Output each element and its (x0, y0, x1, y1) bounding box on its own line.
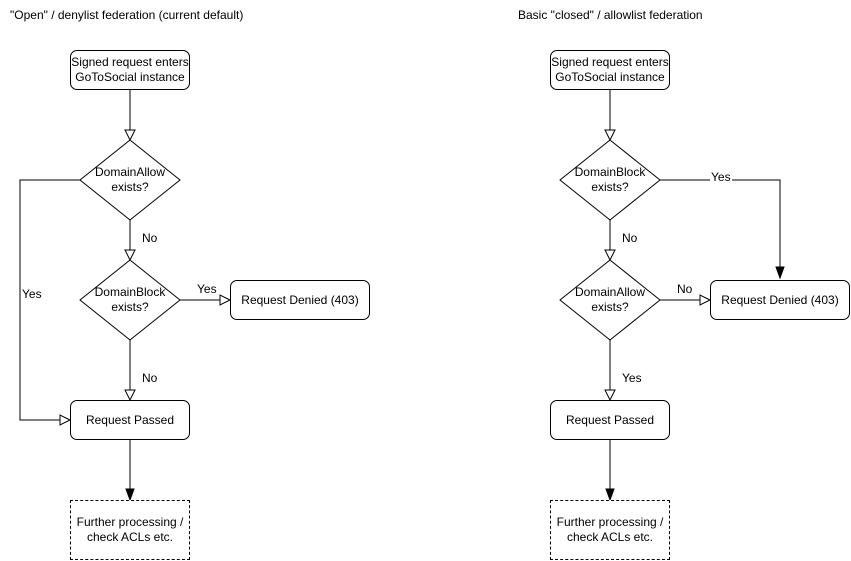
right-edge-label-block-no: No (621, 231, 639, 245)
right-diagram-title: Basic "closed" / allowlist federation (518, 8, 703, 22)
right-arrowhead-block-yes (775, 266, 785, 280)
left-passed-node: Request Passed (70, 400, 190, 440)
left-diagram-title: "Open" / denylist federation (current de… (10, 8, 244, 22)
right-arrowhead-start-to-block (604, 129, 616, 142)
left-arrowhead-passed-to-further (125, 488, 135, 502)
right-denied-node: Request Denied (403) (710, 280, 850, 320)
left-edge-allow-yes (19, 179, 80, 421)
left-arrowhead-block-no (124, 389, 136, 402)
left-decision-allow-label: DomainAllow exists? (94, 165, 166, 194)
right-edge-label-allow-no: No (676, 282, 694, 296)
right-arrowhead-allow-no (699, 294, 712, 306)
right-arrowhead-block-no (604, 249, 616, 262)
left-denied-node: Request Denied (403) (230, 280, 370, 320)
right-passed-node: Request Passed (550, 400, 670, 440)
right-decision-allow-label: DomainAllow exists? (574, 285, 646, 314)
right-edge-block-yes (660, 179, 781, 267)
left-further-node: Further processing / check ACLs etc. (70, 500, 190, 560)
left-start-node: Signed request enters GoToSocial instanc… (70, 50, 190, 90)
left-arrowhead-start-to-allow (124, 129, 136, 142)
left-decision-block-label: DomainBlock exists? (94, 285, 166, 314)
left-edge-label-allow-yes: Yes (21, 287, 43, 301)
right-further-node: Further processing / check ACLs etc. (550, 500, 670, 560)
right-edge-label-block-yes: Yes (710, 170, 732, 184)
right-decision-block-label: DomainBlock exists? (574, 165, 646, 194)
right-edge-label-allow-yes: Yes (621, 371, 643, 385)
right-arrowhead-allow-yes (604, 389, 616, 402)
right-arrowhead-passed-to-further (605, 488, 615, 502)
left-arrowhead-allow-no (124, 249, 136, 262)
left-edge-label-block-yes: Yes (196, 282, 218, 296)
left-arrowhead-block-yes (219, 294, 232, 306)
left-edge-label-block-no: No (141, 371, 159, 385)
left-arrowhead-allow-yes (59, 414, 72, 426)
right-start-node: Signed request enters GoToSocial instanc… (550, 50, 670, 90)
left-edge-label-allow-no: No (141, 231, 159, 245)
